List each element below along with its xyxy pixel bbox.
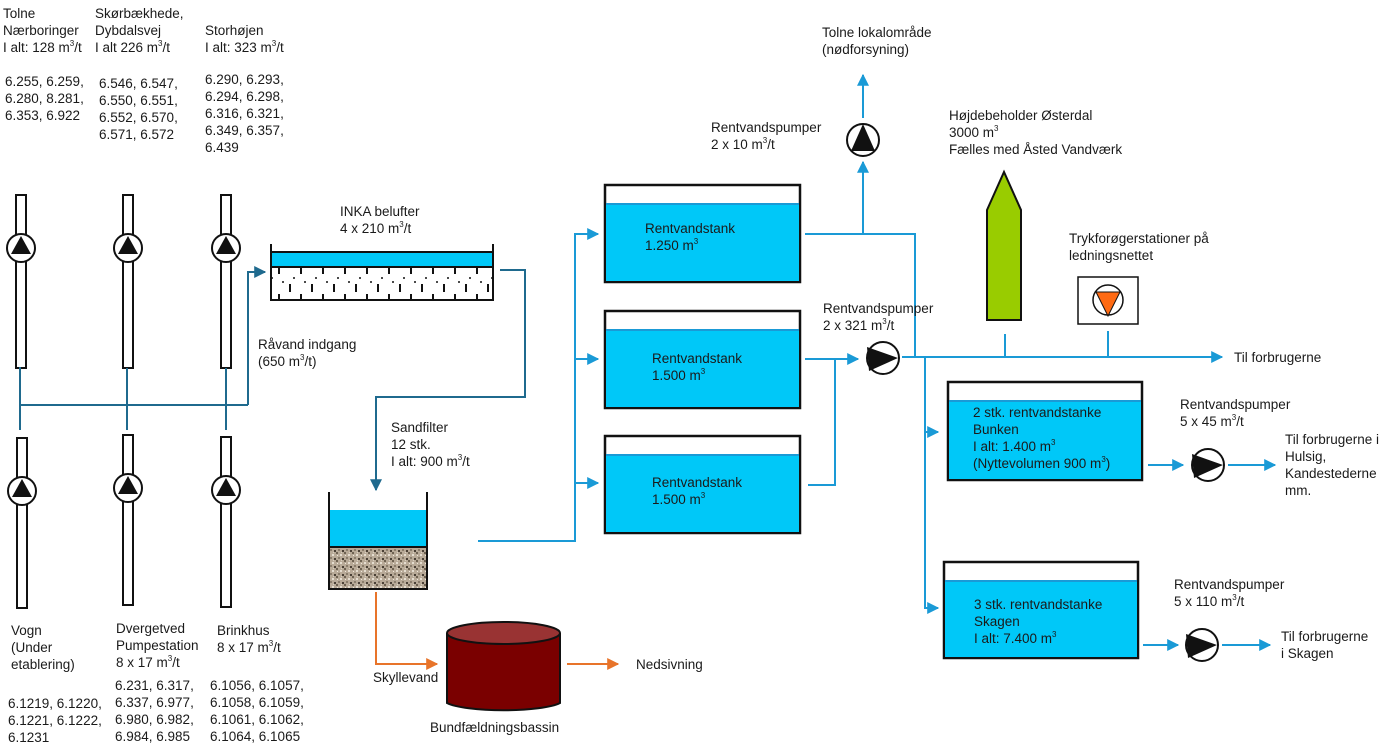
well-ids-skoerbaekhede: 6.546, 6.547, 6.550, 6.551, 6.552, 6.570… — [99, 76, 178, 142]
well-ids-storhoejen: 6.290, 6.293, 6.294, 6.298, 6.316, 6.321… — [205, 72, 284, 155]
skagen-pump-icon — [1185, 628, 1219, 662]
well-capacity: I alt: 323 m3/t — [205, 38, 284, 55]
main-pump-icon — [866, 341, 900, 375]
well-label-brinkhus: Brinkhus 8 x 17 m3/t — [217, 623, 281, 655]
well-capacity: I alt: 128 m3/t — [3, 38, 82, 55]
clearwater-tank-2 — [603, 309, 802, 410]
skagen-pumps-label: Rentvandspumper 5 x 110 m3/t — [1174, 577, 1285, 609]
well-pump-icon — [7, 476, 37, 506]
raw-inlet-label: Råvand indgang (650 m3/t) — [258, 337, 357, 369]
well-capacity: 8 x 17 m3/t — [217, 638, 281, 655]
water-tower-label: Højdebeholder Østerdal 3000 m3 Fælles me… — [949, 108, 1123, 157]
well-ids-brinkhus: 6.1056, 6.1057, 6.1058, 6.1059, 6.1061, … — [210, 678, 304, 744]
well-pump-icon — [211, 233, 241, 263]
bunken-destination-label: Til forbrugerne i Hulsig, Kandestederne … — [1285, 432, 1380, 498]
well-top-3 — [211, 194, 241, 369]
booster-label: Trykforøgerstationer på ledningsnettet — [1069, 231, 1209, 263]
well-pump-icon — [6, 233, 36, 263]
well-label-skoerbaekhede: Skørbækhede, Dybdalsvej I alt 226 m3/t — [95, 5, 184, 56]
well-top-2 — [113, 194, 143, 369]
bunken-pump-icon — [1191, 448, 1225, 482]
clearwater-tank-3 — [603, 434, 802, 535]
well-bottom-2 — [113, 434, 143, 606]
skagen-tank — [942, 560, 1140, 660]
water-tower-icon — [986, 169, 1022, 321]
well-pump-icon — [113, 233, 143, 263]
main-pumps-label: Rentvandspumper 2 x 321 m3/t — [823, 301, 934, 333]
well-label-tolne: Tolne Nærboringer I alt: 128 m3/t — [3, 5, 82, 56]
well-capacity: 8 x 17 m3/t — [116, 653, 180, 670]
clearwater-inlet-pipes — [478, 228, 600, 542]
well-top-1 — [6, 194, 36, 369]
consumers-main-label: Til forbrugerne — [1234, 350, 1322, 365]
sandfilter-label: Sandfilter 12 stk. I alt: 900 m3/t — [391, 420, 470, 469]
skagen-tank-label: 3 stk. rentvandstanke Skagen I alt: 7.40… — [974, 597, 1103, 646]
well-bottom-1 — [7, 437, 37, 609]
clearwater-tank-1-label: Rentvandstank 1.250 m3 — [645, 221, 736, 253]
well-label-vogn: Vogn (Under etablering) — [11, 623, 75, 672]
emergency-destination-label: Tolne lokalområde (nødforsyning) — [822, 25, 932, 57]
well-capacity: I alt 226 m3/t — [95, 38, 170, 55]
bunken-tank — [946, 380, 1144, 482]
well-ids-tolne: 6.255, 6.259, 6.280, 8.281, 6.353, 6.922 — [5, 74, 84, 123]
well-label-dvergetved: Dvergetved Pumpestation 8 x 17 m3/t — [116, 621, 199, 670]
clearwater-tank-3-label: Rentvandstank 1.500 m3 — [652, 475, 743, 507]
bunken-tank-label: 2 stk. rentvandstanke Bunken I alt: 1.40… — [973, 405, 1111, 471]
emergency-pumps-label: Rentvandspumper 2 x 10 m3/t — [711, 120, 822, 152]
infiltration-label: Nedsivning — [636, 657, 703, 672]
clearwater-tank-1 — [603, 183, 802, 284]
emergency-pump-icon — [846, 123, 880, 157]
well-pump-icon — [113, 473, 143, 503]
settling-basin-icon — [446, 621, 561, 712]
well-name: Skørbækhede, — [95, 6, 184, 21]
backwash-pipes — [375, 592, 620, 670]
aerator-label: INKA belufter 4 x 210 m3/t — [340, 204, 420, 236]
well-name: Tolne — [3, 6, 36, 21]
well-bottom-3 — [211, 436, 241, 608]
aerator-icon — [270, 244, 494, 301]
well-ids-vogn: 6.1219, 6.1220, 6.1221, 6.1222, 6.1231 — [8, 696, 102, 745]
clearwater-tank-2-label: Rentvandstank 1.500 m3 — [652, 351, 743, 383]
raw-water-pipes — [19, 266, 526, 492]
skagen-destination-label: Til forbrugerne i Skagen — [1281, 629, 1369, 661]
clearwater-outlet-pipes — [805, 73, 1277, 651]
booster-station-icon — [1077, 276, 1139, 325]
sandfilter-icon — [328, 492, 428, 590]
backwash-label: Skyllevand — [373, 670, 439, 685]
basin-label: Bundfældningsbassin — [430, 720, 560, 735]
well-name: Storhøjen — [205, 23, 264, 38]
well-label-storhoejen: Storhøjen I alt: 323 m3/t — [205, 22, 284, 56]
well-pump-icon — [211, 475, 241, 505]
well-name: Dybdalsvej — [95, 23, 162, 38]
bunken-pumps-label: Rentvandspumper 5 x 45 m3/t — [1180, 397, 1291, 429]
well-ids-dvergetved: 6.231, 6.317, 6.337, 6.977, 6.980, 6.982… — [115, 678, 194, 744]
well-name: Nærboringer — [3, 23, 79, 38]
